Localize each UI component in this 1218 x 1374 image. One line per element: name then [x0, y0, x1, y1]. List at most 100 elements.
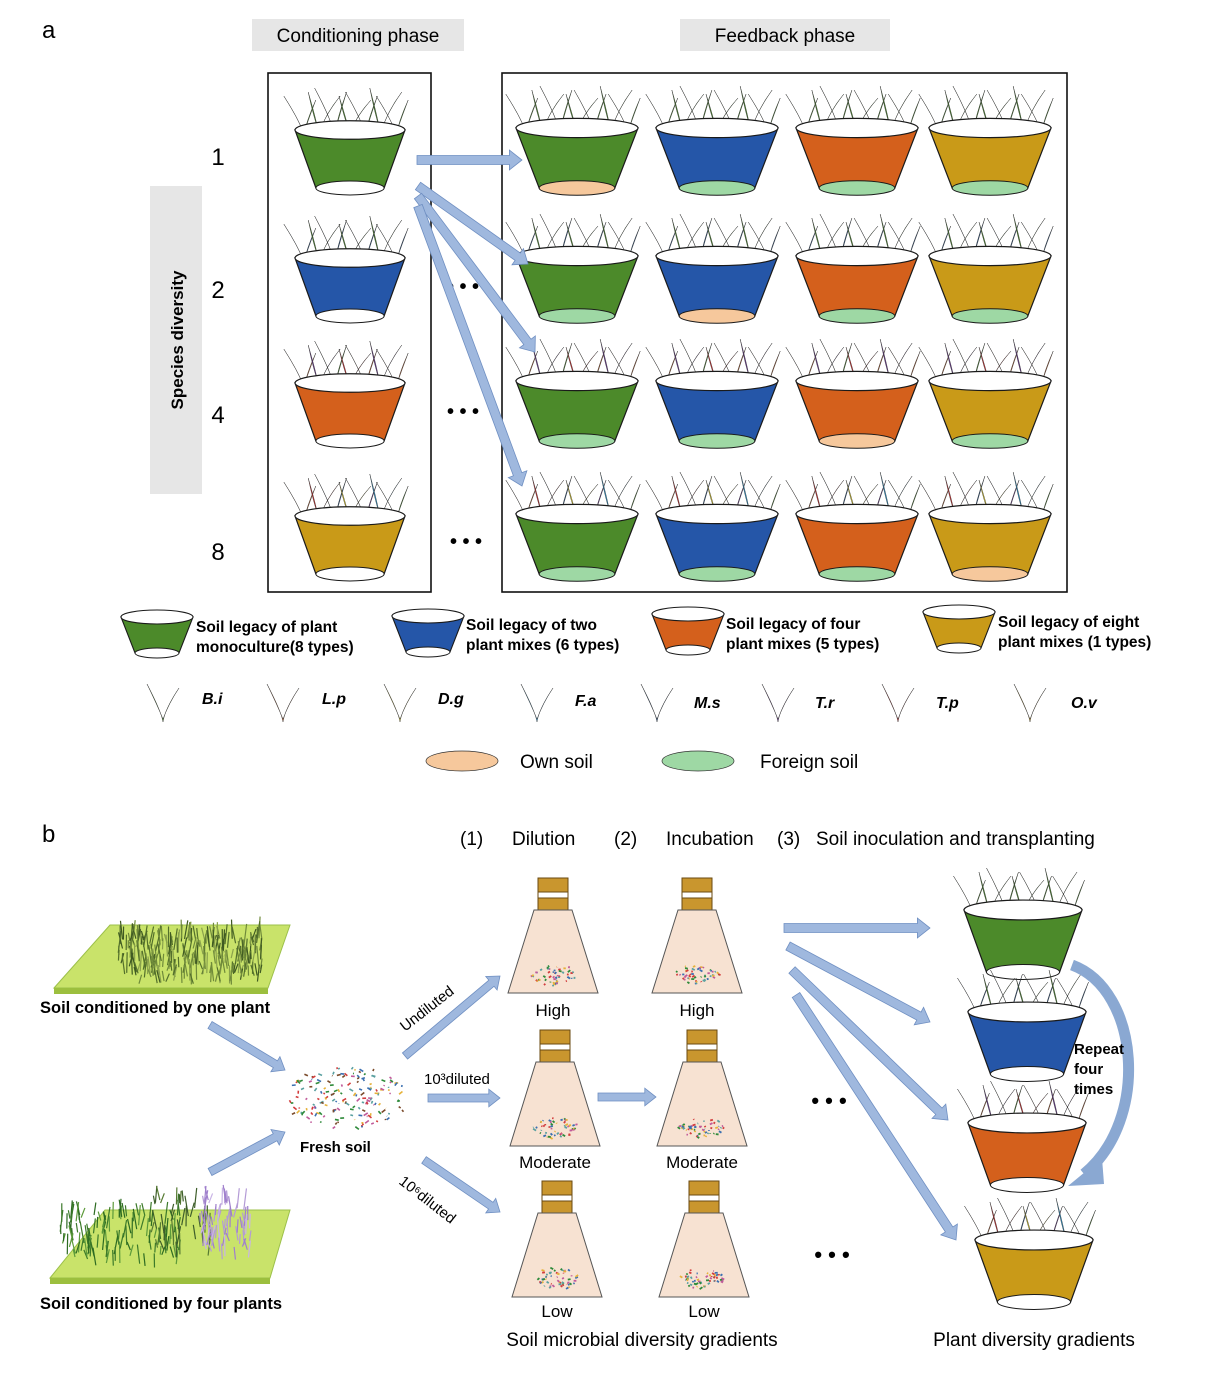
flask-microbe	[695, 980, 698, 984]
grass-blade	[222, 933, 227, 944]
flask-microbe	[543, 1285, 546, 1287]
grass-blade	[164, 1238, 167, 1254]
flask-microbe	[539, 1281, 543, 1285]
ellipsis-row-8: • • •	[450, 531, 482, 553]
grass-blade	[165, 934, 169, 957]
species-sprout-fa	[520, 683, 554, 723]
grass-blade	[136, 1244, 141, 1264]
flask-microbe	[695, 1135, 698, 1138]
grass-blade	[122, 958, 126, 975]
grass-blade	[243, 945, 247, 959]
soil-particle	[335, 1100, 338, 1103]
pot-rim	[963, 899, 1083, 921]
transplant-pot-four-species	[957, 1080, 1089, 1193]
soil-particle	[313, 1087, 318, 1092]
ellipsis-upper: • • •	[811, 1088, 846, 1113]
soil-particle	[360, 1091, 365, 1096]
grass-blade	[97, 1211, 102, 1221]
legend-pot-1-line2: monoculture(8 types)	[196, 639, 354, 656]
flask-microbe	[689, 1283, 693, 1287]
soil-particle	[355, 1094, 358, 1097]
legend-pot-3-line1: Soil legacy of four	[726, 616, 860, 633]
grass-blade	[141, 1203, 146, 1216]
grass-blade	[133, 961, 139, 974]
diluted-10-3-label: 10³diluted	[424, 1071, 490, 1088]
grass-blade	[176, 1226, 182, 1245]
soil-particle	[295, 1095, 299, 1099]
flask-microbe	[715, 1126, 719, 1129]
flask-microbe	[699, 1286, 703, 1290]
flask-body	[656, 1061, 748, 1147]
soil-particle	[380, 1087, 385, 1091]
grass-blade	[143, 1253, 146, 1267]
grass-blade	[137, 1205, 141, 1226]
grass-blade	[154, 1242, 157, 1253]
flask-dilution-high-label: High	[536, 1001, 571, 1020]
soil-particle	[347, 1082, 352, 1087]
soil-particle	[296, 1079, 299, 1082]
flask-microbe	[709, 1277, 713, 1280]
grass-blade	[87, 1233, 90, 1254]
soil-particle	[381, 1079, 386, 1083]
grass-blade	[243, 923, 248, 946]
grass-blade	[217, 955, 221, 966]
flask-microbe	[563, 1124, 566, 1128]
soil-particle	[369, 1082, 372, 1086]
flask-microbe	[716, 1280, 720, 1283]
pot-rim	[928, 370, 1052, 392]
grass-blade	[215, 946, 218, 968]
soil-particle	[311, 1106, 314, 1110]
grass-blade	[175, 1241, 178, 1258]
flask-cap-band	[681, 891, 713, 899]
grass-blade	[206, 952, 208, 974]
grass-blade	[223, 1188, 228, 1204]
grass-blade	[80, 1207, 86, 1218]
grass-blade	[237, 964, 240, 974]
grass-blade	[105, 1240, 109, 1257]
grass-blade	[238, 1233, 241, 1244]
legend-pot-3-line2: plant mixes (5 types)	[726, 636, 879, 653]
legend-pot-2-line2: plant mixes (6 types)	[466, 637, 619, 654]
grass-blade	[241, 1238, 247, 1247]
grass-blade	[231, 926, 237, 944]
grass-blade	[75, 1241, 81, 1254]
grass-blade	[148, 1201, 152, 1223]
flask-microbe	[706, 1272, 709, 1275]
feedback-pot-r1-c1	[505, 85, 641, 196]
pot-rim	[967, 1112, 1087, 1134]
soil-particle	[352, 1105, 356, 1109]
grass-blade	[214, 1224, 218, 1239]
flasks	[507, 877, 750, 1298]
flask-microbe	[710, 1126, 713, 1130]
flask-microbe	[699, 1125, 703, 1129]
grass-blade	[164, 1201, 169, 1224]
flask-microbe	[692, 965, 696, 968]
flask-microbe	[563, 1120, 567, 1124]
feedback-pot-r3-c4	[918, 338, 1054, 449]
soil-particle	[316, 1097, 320, 1101]
flask-microbe	[682, 1127, 686, 1130]
flask-microbe	[573, 1128, 576, 1131]
grass-four-texture	[59, 1184, 252, 1268]
flask-cap	[539, 1029, 571, 1045]
grass-blade	[88, 1227, 91, 1237]
flask-microbe	[553, 1269, 556, 1272]
species-label-tp: T.p	[936, 695, 959, 712]
grass-blade	[247, 1240, 251, 1258]
soil-particle	[345, 1102, 350, 1106]
flask-microbe	[550, 1125, 554, 1128]
grass-blade	[152, 1195, 156, 1205]
flask-neck	[537, 897, 569, 911]
flask-dilution-low	[511, 1180, 603, 1298]
soil-particle	[356, 1074, 361, 1079]
species-label-ms: M.s	[694, 695, 721, 712]
pot-base	[951, 433, 1029, 449]
flask-microbe	[560, 1118, 563, 1122]
grass-blade	[169, 961, 173, 971]
feedback-pot-r2-c2	[645, 213, 781, 324]
flask-microbe	[715, 1273, 719, 1277]
conditioning-phase-header: Conditioning phase	[277, 26, 440, 47]
flask-microbe	[567, 1283, 570, 1286]
flask-microbe	[532, 1127, 537, 1132]
grass-blade	[220, 946, 224, 958]
